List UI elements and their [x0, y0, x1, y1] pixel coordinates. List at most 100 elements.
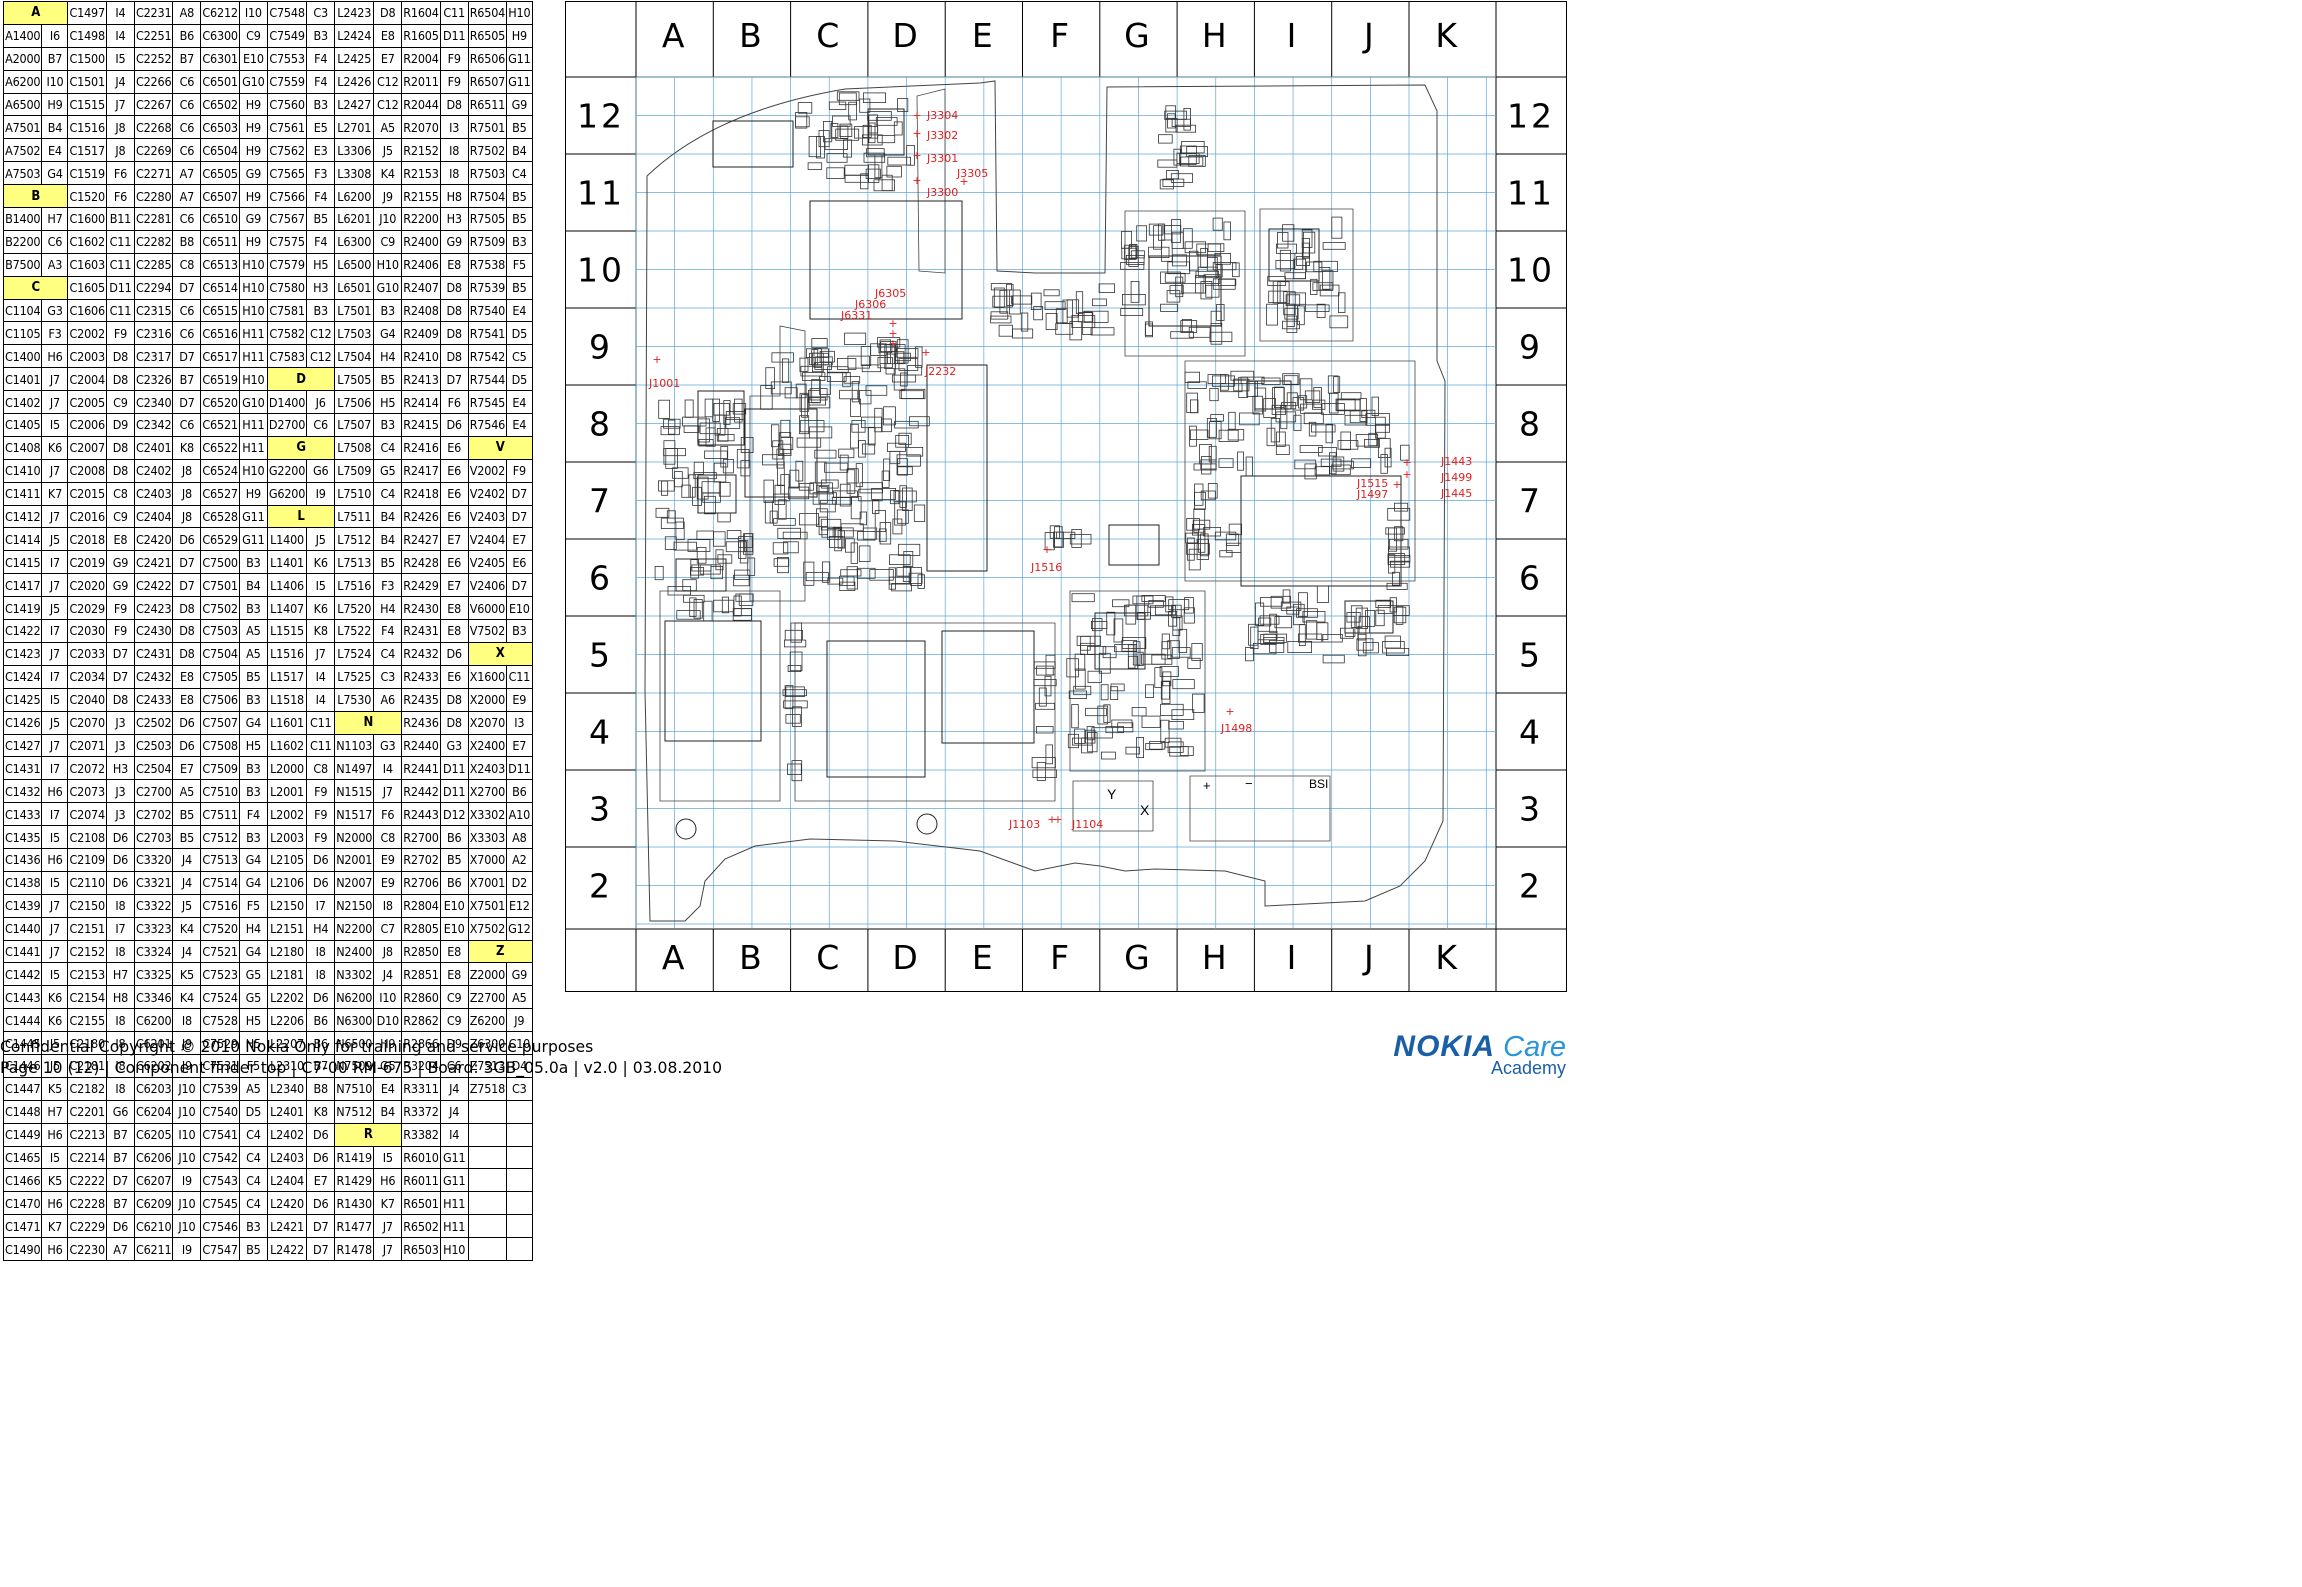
test-point-marker: + [912, 149, 921, 162]
grid-location: A7 [172, 161, 202, 186]
grid-location: I10 [172, 1122, 202, 1147]
grid-location: D7 [172, 550, 202, 575]
grid-location: B3 [238, 779, 268, 804]
logo-academy: Academy [1490, 1058, 1566, 1078]
component-ref: L1518 [266, 687, 308, 712]
grid-location: D11 [439, 779, 469, 804]
component-ref: A7501 [2, 115, 43, 140]
component-ref: C1471 [2, 1214, 43, 1239]
component-ref: V2404 [467, 527, 508, 552]
component-ref: L2150 [266, 893, 308, 918]
grid-location: E4 [373, 1076, 403, 1101]
grid-location: C8 [172, 252, 202, 277]
component-ref: R2441 [401, 756, 441, 781]
component-ref: C3320 [133, 847, 174, 872]
component-ref: C1408 [2, 435, 43, 460]
component-ref: C6514 [200, 275, 240, 300]
component-ref: C6211 [133, 1237, 174, 1261]
component-ref: L1515 [266, 619, 308, 643]
grid-location: H5 [373, 390, 403, 415]
test-point-label: J1498 [1220, 722, 1252, 735]
component-ref: C1440 [2, 916, 43, 941]
component-ref: R2155 [401, 184, 441, 209]
grid-location: J7 [41, 893, 69, 918]
test-point-marker: + [959, 175, 968, 188]
test-point-label: J1103 [1008, 818, 1040, 831]
component-ref: L2180 [266, 939, 308, 964]
grid-location: I4 [439, 1122, 469, 1147]
column-label-bottom: G [1124, 938, 1153, 977]
component-ref: L2206 [266, 1008, 308, 1033]
test-point-marker: + [1402, 468, 1411, 481]
grid-location: B7 [41, 46, 69, 71]
component-ref: C1449 [2, 1122, 43, 1147]
grid-location: J10 [373, 207, 403, 231]
component-ref: C7506 [200, 687, 240, 712]
component-ref: C1417 [2, 573, 43, 598]
grid-location: B3 [306, 298, 336, 323]
grid-location: J10 [172, 1214, 202, 1239]
column-label-top: C [816, 16, 842, 55]
component-ref: C7516 [200, 893, 240, 918]
component-ref: C1401 [2, 367, 43, 392]
component-ref: C7501 [200, 573, 240, 598]
component-ref: R2429 [401, 573, 441, 598]
component-ref: L2424 [334, 23, 375, 48]
component-ref: C6520 [200, 390, 240, 415]
component-ref: G6200 [266, 481, 308, 506]
component-ref: R2860 [401, 985, 441, 1010]
grid-location: E7 [506, 733, 533, 758]
component-ref: C7523 [200, 962, 240, 987]
grid-location: B6 [439, 825, 469, 849]
grid-location: K4 [172, 985, 202, 1010]
grid-location: I3 [506, 710, 533, 735]
column-label-top: J [1362, 16, 1377, 55]
grid-location: D11 [506, 756, 533, 781]
grid-location: B3 [506, 619, 533, 643]
component-ref: C2285 [133, 252, 174, 277]
grid-location: E10 [439, 893, 469, 918]
component-ref: C1603 [67, 252, 107, 277]
grid-location: K4 [373, 161, 403, 186]
grid-location: D7 [506, 481, 533, 506]
component-ref: C6529 [200, 527, 240, 552]
grid-location: H5 [306, 252, 336, 277]
component-ref: R2413 [401, 367, 441, 392]
component-ref: C2034 [67, 664, 107, 689]
grid-location: C6 [172, 92, 202, 117]
component-ref: A2000 [2, 46, 43, 71]
component-ref: C2504 [133, 756, 174, 781]
row-label-left: 3 [589, 790, 613, 829]
component-ref: L7501 [334, 298, 375, 323]
grid-location: C9 [238, 23, 268, 48]
component-ref: L7510 [334, 481, 375, 506]
grid-location: D9 [439, 1031, 469, 1055]
test-point-label: J3300 [926, 186, 958, 199]
grid-location: J8 [105, 138, 135, 163]
grid-location: E8 [373, 23, 403, 48]
grid-location: J7 [105, 92, 135, 117]
component-ref: L1401 [266, 550, 308, 575]
grid-location: J5 [41, 596, 69, 621]
grid-location: E9 [373, 870, 403, 895]
component-ref: C6519 [200, 367, 240, 392]
component-ref: D2700 [266, 413, 308, 437]
component-ref: C2152 [67, 939, 107, 964]
component-ref: C6515 [200, 298, 240, 323]
grid-location: F6 [105, 161, 135, 186]
component-ref: C2109 [67, 847, 107, 872]
component-ref: V2402 [467, 481, 508, 506]
column-label-bottom: E [972, 938, 996, 977]
grid-location: C11 [105, 298, 135, 323]
column-label-top: B [739, 16, 765, 55]
component-ref: L1406 [266, 573, 308, 598]
grid-location: K7 [373, 1191, 403, 1216]
component-ref: N7509 [334, 1053, 375, 1078]
grid-location: I4 [105, 1, 135, 25]
test-point-marker: + [1042, 543, 1051, 556]
component-ref: C3324 [133, 939, 174, 964]
grid-location: J3 [105, 733, 135, 758]
